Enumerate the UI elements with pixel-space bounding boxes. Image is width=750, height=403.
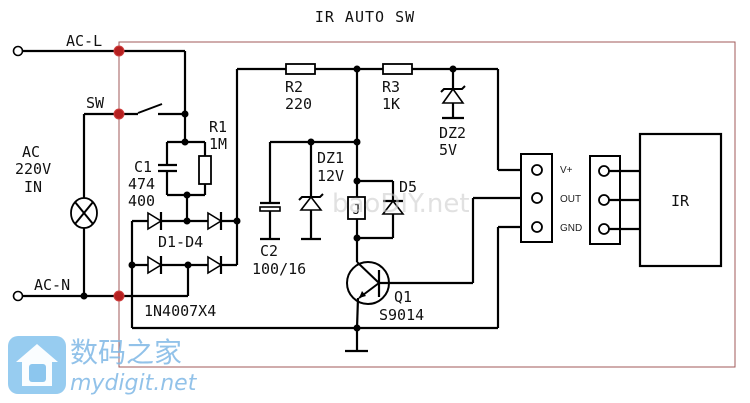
relay-d5: J D5	[347, 142, 417, 242]
top-rail: R2 220 R3 1K	[237, 63, 530, 172]
pin-vplus-icon	[531, 164, 543, 176]
pin-out-icon	[531, 192, 543, 204]
lamp-icon	[70, 197, 98, 296]
bridge-part: 1N4007X4	[144, 302, 216, 320]
svg-text:220V: 220V	[15, 160, 51, 178]
svg-text:IN: IN	[24, 178, 42, 196]
c2-value: 100/16	[252, 260, 306, 278]
ac-n-terminal-icon	[12, 290, 24, 302]
board-outline	[118, 41, 736, 368]
dz2-zener-icon	[441, 87, 465, 104]
dz2-value: 5V	[439, 141, 457, 159]
ac-n-line: AC-N	[12, 265, 190, 302]
r3-resistor-icon	[382, 63, 413, 75]
relay-ref: J	[353, 203, 361, 218]
ir-module: IR	[638, 132, 723, 268]
c2-dz1-network: DZ1 12V C2 100/16	[252, 69, 361, 278]
d5-diode-icon	[381, 199, 405, 215]
dz1-zener-icon	[299, 195, 323, 211]
pad-sw	[113, 108, 125, 120]
ir-connector	[589, 155, 640, 245]
pin-label-gnd: GND	[560, 223, 582, 234]
c1-ref: C1	[134, 158, 152, 176]
r1-value: 1M	[209, 135, 227, 153]
d2-diode-icon	[207, 211, 223, 231]
sw-line: SW	[82, 94, 185, 198]
pad-ac-n	[113, 290, 125, 302]
r1-ref: R1	[209, 118, 227, 136]
r3-value: 1K	[382, 95, 400, 113]
pad-ac-l	[113, 45, 125, 57]
c1-voltage: 400	[128, 192, 155, 210]
switch-icon	[137, 103, 163, 114]
c2-ref: C2	[260, 242, 278, 260]
r1-c1-network: R1 1M C1 474 400	[128, 110, 227, 221]
ac-l-line: AC-L	[12, 32, 187, 114]
ac-l-label: AC-L	[66, 32, 102, 50]
d5-ref: D5	[399, 178, 417, 196]
bridge-ref: D1-D4	[158, 233, 203, 251]
q1-transistor: Q1 S9014	[345, 196, 530, 353]
q1-ref: Q1	[394, 288, 412, 306]
board-connector: V+ OUT GND	[520, 153, 582, 243]
dz2-ref: DZ2	[439, 124, 466, 142]
d1-diode-icon	[147, 211, 163, 231]
r1-resistor-icon	[198, 155, 212, 185]
q1-part: S9014	[379, 306, 424, 324]
ac-l-terminal-icon	[12, 45, 24, 57]
sw-label: SW	[86, 94, 105, 112]
d3-diode-icon	[147, 255, 163, 275]
pin-label-out: OUT	[560, 194, 581, 205]
bridge-rectifier: D1-D4 1N4007X4	[128, 69, 241, 328]
r3-ref: R3	[382, 78, 400, 96]
logo-text-en: mydigit.net	[70, 371, 198, 396]
r2-value: 220	[285, 95, 312, 113]
diagram-title: IR AUTO SW	[315, 8, 415, 26]
watermark-center: baoDIY.net	[332, 189, 470, 219]
dz2-zener: DZ2 5V	[439, 69, 466, 159]
ir-module-label: IR	[671, 192, 690, 210]
ac-n-label: AC-N	[34, 276, 70, 294]
svg-text:AC: AC	[22, 143, 40, 161]
pin-label-vplus: V+	[560, 165, 573, 176]
d4-diode-icon	[207, 255, 223, 275]
ac-input-label: AC 220V IN	[15, 143, 51, 196]
logo-text-cn: 数码之家	[70, 336, 182, 369]
r2-ref: R2	[285, 78, 303, 96]
mydigit-logo: 数码之家 mydigit.net	[8, 336, 198, 396]
r2-resistor-icon	[285, 63, 316, 75]
dz1-ref: DZ1	[317, 149, 344, 167]
dz1-value: 12V	[317, 167, 344, 185]
c1-value: 474	[128, 175, 155, 193]
pin-gnd-icon	[531, 221, 543, 233]
